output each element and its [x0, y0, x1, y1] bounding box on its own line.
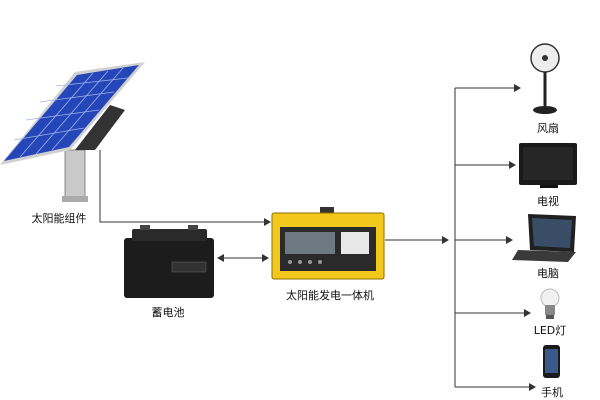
- generator-label: 太阳能发电一体机: [286, 289, 374, 302]
- generator-icon: [271, 207, 385, 280]
- connector-lines: [99, 84, 536, 391]
- battery-label: 蓄电池: [151, 306, 185, 319]
- battery-icon: [124, 225, 214, 298]
- laptop-label: 电脑: [537, 267, 559, 280]
- solar-panel-label: 太阳能组件: [31, 212, 87, 225]
- laptop-icon: [512, 214, 576, 262]
- fan-label: 风扇: [537, 122, 559, 135]
- phone-label: 手机: [541, 386, 563, 399]
- phone-icon: [543, 345, 560, 378]
- led-label: LED灯: [533, 324, 567, 337]
- fan-icon: [530, 43, 560, 114]
- solar-panel-icon: [0, 62, 145, 202]
- tv-icon: [519, 143, 577, 188]
- tv-label: 电视: [537, 195, 559, 208]
- panel-to-generator-line: [99, 150, 271, 226]
- led-bulb-icon: [540, 288, 560, 319]
